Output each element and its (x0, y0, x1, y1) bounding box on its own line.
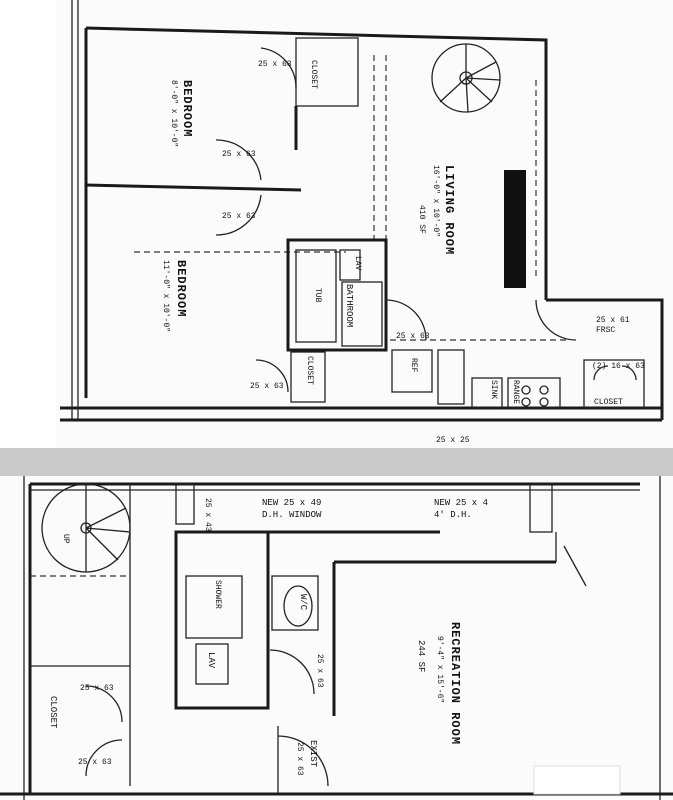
small-closet (290, 351, 326, 403)
window-new-1-line2: D.H. WINDOW (262, 510, 322, 520)
living-room-dims: 16'-0" x 10'-0" (431, 165, 440, 238)
bottom-dim: 25 x 25 (436, 436, 470, 445)
bedroom-divider-wall (85, 183, 302, 192)
small-closet-label: CLOSET (305, 356, 314, 385)
shower-label: SHOWER (213, 580, 222, 609)
lower-bath-door-size: 25 x 63 (315, 654, 324, 688)
living-room-label: LIVING ROOM (442, 165, 456, 256)
range-outline (507, 377, 561, 409)
sink-outline (471, 377, 503, 409)
lower-bath-walls (174, 530, 270, 710)
exterior-wall-top (85, 26, 548, 300)
lower-closet-label: CLOSET (48, 696, 58, 729)
lav-outline-lower (195, 643, 229, 685)
exterior-wall-right (546, 298, 664, 420)
exist-size: 25 x 63 (295, 742, 304, 776)
bed2-door-swing (215, 194, 262, 236)
lower-floor-lines (0, 476, 673, 800)
lower-closet-size: 25 x 63 (80, 684, 114, 693)
bed1-door-size: 25 x 63 (222, 150, 256, 159)
ref-outline (391, 349, 433, 393)
window-new-1-line1: NEW 25 x 49 (262, 498, 322, 508)
rec-room-label: RECREATION ROOM (448, 622, 462, 746)
closet-top-outline (295, 37, 359, 107)
lav-outline (339, 249, 361, 281)
lower-closet-swing (85, 685, 123, 723)
right-closet-label: CLOSET (594, 398, 623, 407)
window-new-2-line2: 4' D.H. (434, 510, 472, 520)
lav-label: LAV (353, 256, 362, 271)
lower-bath-door-swing (269, 649, 315, 695)
right-closet (583, 359, 645, 409)
bed1-door-swing (215, 139, 262, 181)
lower-floor-plan: 25 x 43 NEW 25 x 49 D.H. WINDOW NEW 25 x… (0, 476, 673, 800)
closet-door-swing (260, 47, 297, 89)
ref-label: REF (409, 358, 418, 373)
closet-top-label: CLOSET (309, 60, 318, 89)
window-left (175, 483, 195, 525)
upper-floor-lines (60, 0, 664, 422)
bath-tile-area (341, 281, 383, 347)
window-right (529, 483, 553, 533)
sheet-separator (0, 448, 673, 476)
living-room-area: 410 SF (417, 205, 426, 234)
sink-label: SINK (489, 380, 498, 400)
wc-outline (271, 575, 319, 631)
rec-room-area: 244 SF (416, 640, 426, 673)
wc-label: W/C (298, 594, 308, 611)
bedroom-2-label: BEDROOM (174, 260, 188, 318)
tub-outline (295, 249, 337, 343)
bedroom-1-label: BEDROOM (180, 80, 194, 138)
tub-label: TUB (313, 288, 322, 303)
blank-patch (533, 765, 621, 795)
small-closet-size: 25 x 63 (250, 382, 284, 391)
bedroom-1-dims: 8'-0" x 10'-0" (169, 80, 178, 148)
window-new-2-line1: NEW 25 x 4 (434, 498, 489, 508)
upper-floor-plan: CLOSET 25 x 63 BEDROOM 8'-0" x 10'-0" BE… (56, 0, 673, 448)
window-left-size: 25 x 43 (203, 498, 212, 532)
counter-outline (437, 349, 465, 405)
range-label: RANGE (511, 380, 520, 405)
bath-door-swing (385, 299, 427, 341)
lower-lav-label: LAV (206, 652, 216, 669)
exist-door-swing (277, 735, 329, 787)
small-closet-swing (255, 359, 289, 393)
shower-outline (185, 575, 243, 639)
frsc-door-swing (535, 299, 577, 341)
closet-top-size: 25 x 63 (258, 60, 292, 69)
right-closet-size: (2) 16 x 63 (592, 362, 645, 371)
frsc-size: 25 x 61 (596, 316, 630, 325)
lower-door-swing (85, 739, 123, 777)
rec-room-dims: 9'-4" x 15'-6" (435, 636, 444, 704)
bathroom-walls (286, 238, 388, 352)
bedroom-2-dims: 11'-0" x 10'-0" (161, 260, 170, 333)
frsc-label: FRSC (596, 326, 616, 335)
exist-label: EXIST (308, 740, 318, 768)
bath-door-size: 25 x 63 (396, 332, 430, 341)
bed2-door-size: 25 x 63 (222, 212, 256, 221)
stair-up-label: UP (61, 534, 70, 544)
redaction-mark (504, 170, 526, 288)
bathroom-label: BATHROOM (344, 284, 354, 328)
lower-door-size: 25 x 63 (78, 758, 112, 767)
